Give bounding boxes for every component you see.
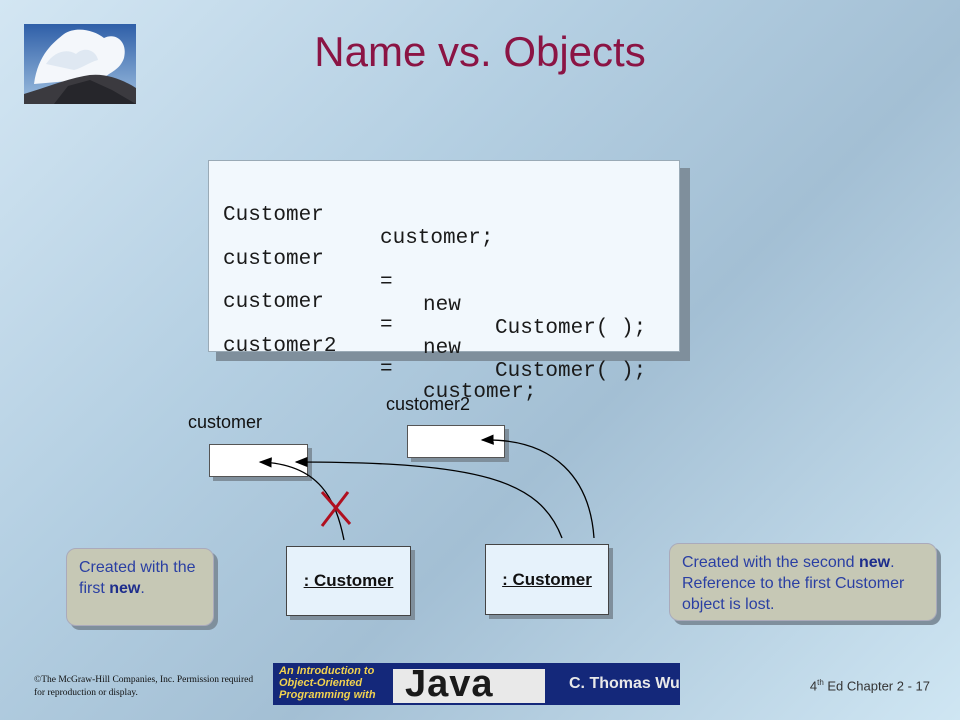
callout-first-bold: new: [109, 580, 141, 597]
code-token: customer: [223, 248, 324, 271]
wave-logo-image: [24, 24, 136, 104]
code-token: customer2: [223, 335, 337, 358]
customer-object-1: : Customer: [286, 546, 411, 616]
code-line-2: customer = new Customer( );: [223, 225, 646, 363]
edition-number: 4: [809, 678, 818, 694]
edition-suffix: th: [817, 678, 824, 687]
code-line-1: Customer customer;: [223, 181, 493, 273]
callout-second-bold: new: [859, 554, 891, 571]
code-token: customer;: [423, 381, 537, 404]
banner-author: C. Thomas Wu: [569, 675, 680, 692]
code-token: customer: [223, 291, 324, 314]
slide-title: Name vs. Objects: [314, 28, 646, 75]
customer-object-2: : Customer: [485, 544, 609, 615]
callout-second-new: Created with the second new. Reference t…: [669, 543, 937, 621]
code-token: new: [423, 337, 461, 360]
code-token: =: [380, 314, 393, 337]
banner-tagline: An Introduction to Object-Oriented Progr…: [279, 665, 376, 701]
code-token: customer;: [380, 227, 494, 250]
code-token: =: [380, 358, 393, 381]
callout-first-new: Created with the first new.: [66, 548, 214, 626]
copyright-notice: ©The McGraw-Hill Companies, Inc. Permiss…: [34, 675, 254, 698]
book-banner: An Introduction to Object-Oriented Progr…: [273, 663, 680, 705]
code-token: Customer( );: [495, 317, 647, 340]
customer-var-label: customer: [188, 412, 263, 432]
chapter-page-text: Ed Chapter 2 - 17: [823, 678, 930, 694]
code-line-3: customer = new Customer( );: [223, 268, 646, 406]
arrow-object1-to-customer: [258, 457, 345, 541]
banner-line-2: Object-Oriented: [279, 677, 363, 689]
callout-first-suffix: .: [140, 580, 145, 597]
code-token: new: [423, 294, 461, 317]
code-panel: Customer customer; customer = new Custom…: [208, 160, 680, 404]
arrow-object2-to-customer2: [480, 434, 595, 539]
code-token: =: [380, 271, 393, 294]
banner-java-logo: Java: [405, 663, 494, 705]
object1-label: : Customer: [303, 571, 394, 590]
code-token: Customer( );: [495, 360, 647, 383]
customer2-var-label: customer2: [386, 394, 471, 414]
arrow-object2-to-customer: [294, 456, 563, 539]
code-token: Customer: [223, 204, 324, 227]
banner-java-bg: [393, 669, 545, 703]
banner-line-1: An Introduction to: [279, 665, 375, 677]
banner-line-3: Programming with: [279, 689, 376, 701]
code-line-4: customer2 = customer;: [223, 312, 536, 427]
callout-first-text: Created with the first: [79, 559, 196, 597]
callout-second-text: Created with the second: [682, 554, 859, 571]
lost-reference-cross-icon: [320, 491, 352, 527]
customer-var-box: [209, 444, 308, 477]
chapter-page-label: 4th Ed Chapter 2 - 17: [760, 678, 930, 693]
callout-second-suffix: . Reference to the first Customer object…: [682, 554, 905, 613]
object2-label: : Customer: [502, 569, 592, 589]
